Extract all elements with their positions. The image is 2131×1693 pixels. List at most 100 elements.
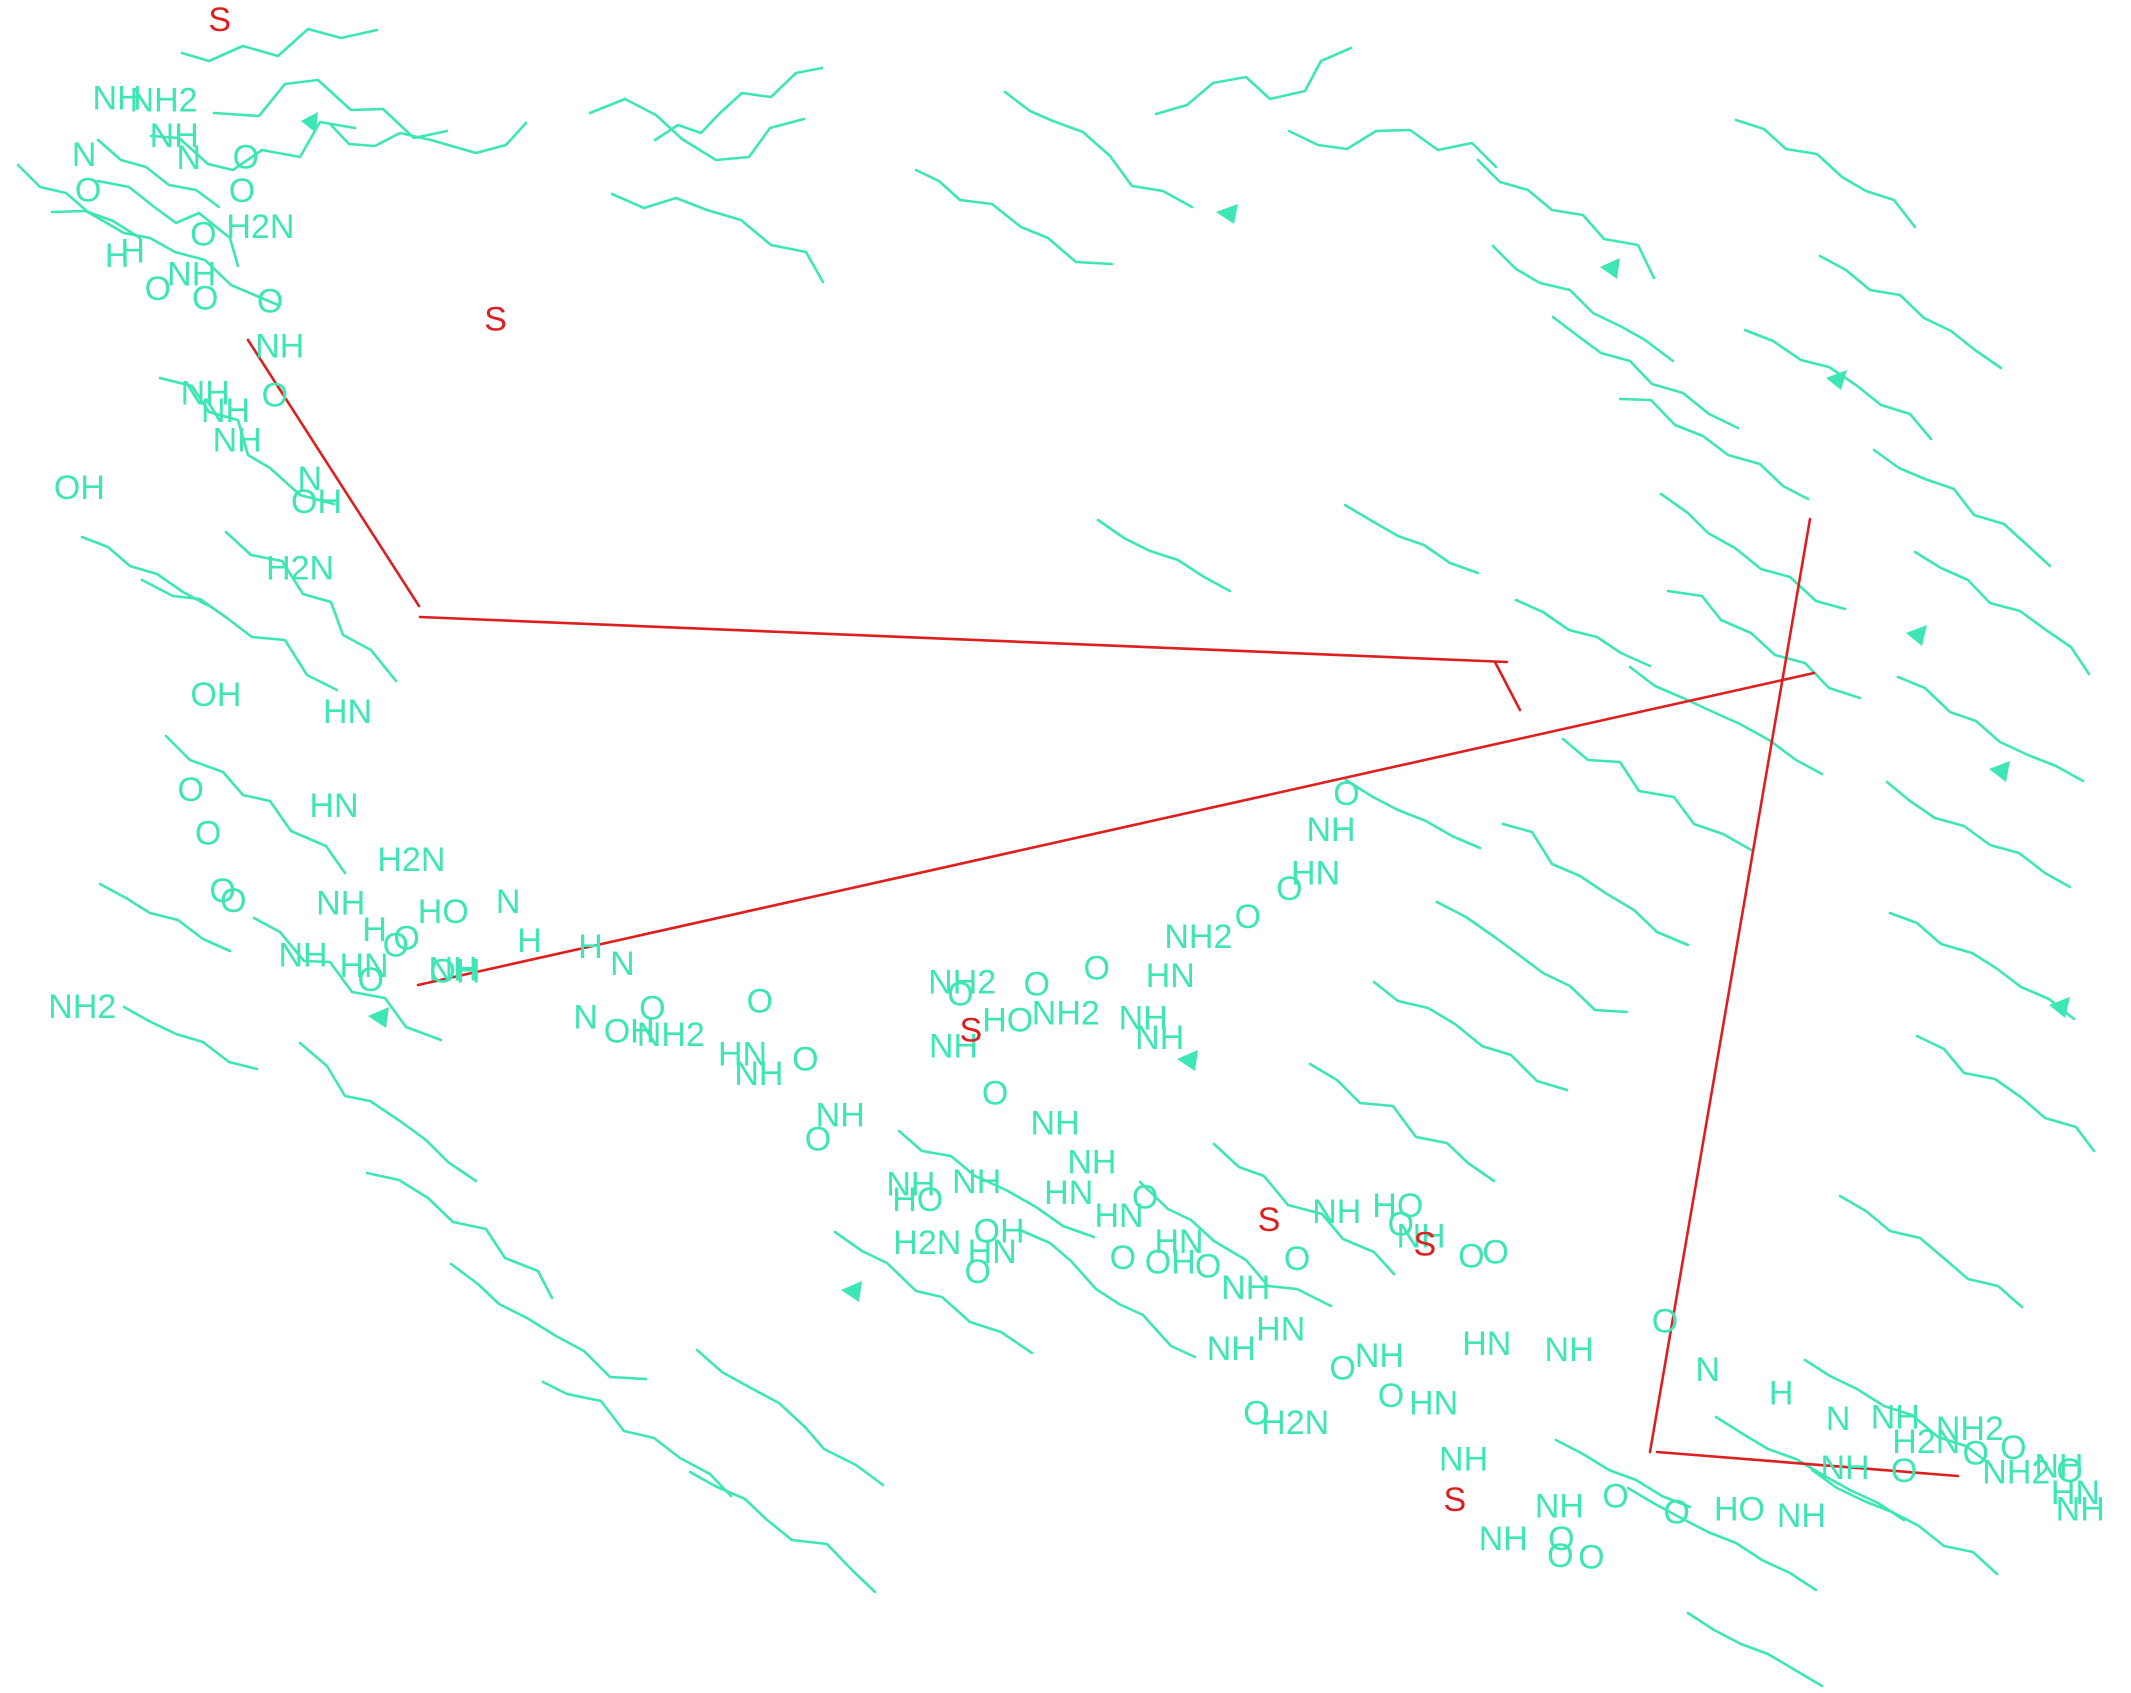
atom-label: OH xyxy=(430,953,481,991)
atom-label: O xyxy=(747,982,773,1020)
stereo-wedge-9 xyxy=(368,1007,389,1028)
disulfide-bond-1 xyxy=(416,671,1816,987)
bond-chain-0 xyxy=(212,78,449,140)
atom-label: NH xyxy=(2034,1447,2083,1485)
atom-label: NH xyxy=(1312,1193,1361,1231)
atom-label: O xyxy=(233,138,259,176)
atom-label: H2N xyxy=(1892,1423,1960,1461)
atom-label: NH xyxy=(1535,1487,1584,1525)
atom-label: NH xyxy=(167,255,216,293)
atom-label: NH xyxy=(181,374,230,412)
bond-chain-8 xyxy=(653,66,824,142)
stereo-wedge-2 xyxy=(1600,258,1620,279)
bond-chain-10 xyxy=(914,168,1114,266)
atom-label: HN xyxy=(1044,1174,1093,1212)
bond-chain-39 xyxy=(1491,244,1675,363)
disulfide-bond-5 xyxy=(1655,1450,1960,1478)
atom-label: O xyxy=(145,270,171,308)
bond-chain-41 xyxy=(1734,118,1917,229)
atom-label: O xyxy=(1243,1395,1269,1433)
bond-chain-26 xyxy=(1018,1228,1197,1359)
atom-label: NH xyxy=(1777,1497,1826,1535)
atom-label: N xyxy=(72,136,97,174)
atom-label: H xyxy=(362,911,387,949)
atom-label: HO xyxy=(892,1181,943,1219)
bond-chain-15 xyxy=(140,578,339,692)
atom-label: HN xyxy=(718,1035,767,1073)
atom-label: O xyxy=(1602,1477,1628,1515)
atom-label: O xyxy=(1458,1237,1484,1275)
atom-label: O xyxy=(639,989,665,1027)
atom-label: NH xyxy=(734,1055,783,1093)
atom-label: OH xyxy=(54,469,105,507)
bond-chain-33 xyxy=(1561,737,1755,853)
atom-label: HN xyxy=(1094,1197,1143,1235)
bond-chain-2 xyxy=(149,120,357,172)
atom-label: NH xyxy=(1031,1104,1080,1142)
bond-chain-12 xyxy=(1287,128,1498,169)
atom-label: NH xyxy=(2056,1490,2105,1528)
atom-label: H2N xyxy=(226,208,294,246)
atom-label: NH xyxy=(278,936,327,974)
sulfur-atom-label: S xyxy=(208,1,231,39)
atom-label: O xyxy=(1083,949,1109,987)
atom-label: NH xyxy=(816,1097,865,1135)
sulfur-atom-label: S xyxy=(960,1012,983,1050)
atom-label: O xyxy=(262,377,288,415)
atom-label: O xyxy=(1387,1205,1413,1243)
bond-chain-65 xyxy=(1554,1438,1692,1509)
atom-label: O xyxy=(1333,775,1359,813)
atom-label: NH2 xyxy=(1164,918,1232,956)
atom-label: HN xyxy=(1409,1385,1458,1423)
atom-label: NH xyxy=(952,1163,1001,1201)
bond-chain-49 xyxy=(1915,1034,2096,1153)
bond-chain-17 xyxy=(252,916,443,1042)
bond-chain-34 xyxy=(1628,665,1824,776)
atom-label: HO xyxy=(418,893,469,931)
atom-label: NH xyxy=(886,1165,935,1203)
atom-label: O xyxy=(2056,1452,2082,1490)
bond-chain-42 xyxy=(1818,254,2003,370)
atom-label: O xyxy=(1110,1239,1136,1277)
atom-label: O xyxy=(229,172,255,210)
atom-label: HO xyxy=(982,1002,1033,1040)
atom-label: O xyxy=(1548,1520,1574,1558)
bond-chain-21 xyxy=(541,1380,733,1498)
atom-label: O xyxy=(393,920,419,958)
atom-label: N xyxy=(177,139,202,177)
atom-label: O xyxy=(1891,1452,1917,1490)
atom-label: NH2 xyxy=(1982,1453,2050,1491)
atom-label: O xyxy=(383,926,409,964)
atom-label: O xyxy=(947,976,973,1014)
atom-label: N xyxy=(298,460,323,498)
bond-chain-50 xyxy=(1838,1194,2024,1309)
bond-chain-57 xyxy=(96,138,221,209)
atom-label: NH xyxy=(255,327,304,365)
bond-chain-6 xyxy=(588,97,806,162)
bond-chain-64 xyxy=(1514,598,1652,668)
bond-chain-56 xyxy=(16,163,142,240)
atom-label: H2N xyxy=(1261,1404,1329,1442)
bond-chain-47 xyxy=(1885,780,2072,889)
stereo-wedge-0 xyxy=(301,112,318,133)
bond-chain-24 xyxy=(833,1230,1034,1355)
atom-label: H xyxy=(1769,1375,1794,1413)
stereo-wedge-3 xyxy=(1826,370,1847,390)
atom-label: NH xyxy=(929,1028,978,1066)
atom-label: N xyxy=(610,945,635,983)
bond-chain-62 xyxy=(1343,503,1480,575)
atom-label: O xyxy=(75,171,101,209)
atom-label: O xyxy=(257,282,283,320)
atom-label: NH xyxy=(1479,1520,1528,1558)
atom-label: HN xyxy=(2051,1474,2100,1512)
atom-label: O xyxy=(177,771,203,809)
bond-chain-30 xyxy=(1372,980,1569,1092)
stereo-wedge-5 xyxy=(1989,761,2010,782)
atom-label: O xyxy=(220,882,246,920)
sulfur-atom-label: S xyxy=(1444,1481,1467,1519)
stereo-wedge-4 xyxy=(1906,625,1927,646)
covalent-bonds xyxy=(16,27,2096,1688)
atom-label: HN xyxy=(968,1233,1017,1271)
atom-label: NH xyxy=(150,117,199,155)
atom-label: NH xyxy=(93,79,142,117)
